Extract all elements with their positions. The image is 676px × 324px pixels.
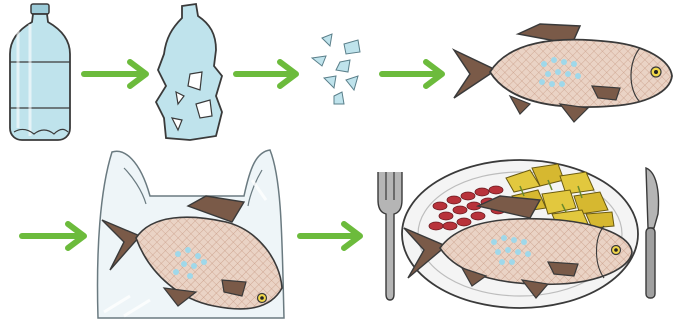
knife-icon [646,168,659,298]
plastic-bag-with-fish [98,150,284,318]
plastic-bottle [10,4,70,140]
plate-with-fish [402,160,638,308]
microplastic-fragments [312,34,360,104]
fork-icon [378,172,402,300]
arrow-right-icon [382,62,442,86]
arrow-right-icon [22,224,84,248]
arrow-right-icon [236,62,296,86]
arrow-right-icon [84,62,146,86]
fish-with-microplastics [454,24,672,122]
degraded-bottle [156,4,222,140]
arrow-right-icon [300,224,360,248]
